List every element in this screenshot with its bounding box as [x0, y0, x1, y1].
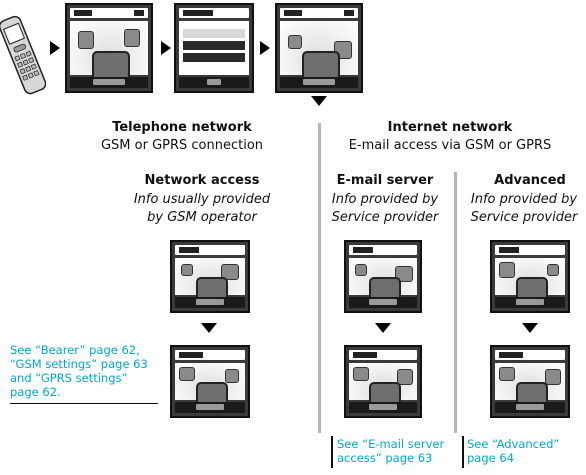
arrow-down-icon	[375, 323, 391, 333]
arrow-down-icon	[201, 323, 217, 333]
arrow-right-icon	[260, 41, 270, 55]
phone-screen-email-server	[344, 240, 422, 313]
mobile-phone-icon	[0, 15, 46, 95]
internet-network-title: Internet network	[387, 120, 513, 135]
divider-line	[318, 123, 321, 433]
advanced-reference: See “Advanced” page 64	[467, 437, 560, 465]
divider-line	[454, 172, 457, 433]
arrow-down-icon	[522, 323, 538, 333]
phone-screen-main-menu	[65, 3, 153, 93]
note-bar	[331, 436, 333, 468]
telephone-network-title: Telephone network	[112, 120, 252, 135]
advanced-title: Advanced	[494, 173, 566, 188]
phone-screen-network-bearer	[170, 345, 250, 418]
phone-screen-email-access	[344, 345, 422, 418]
email-server-reference: See “E-mail server access” page 63	[337, 437, 445, 465]
email-server-title: E-mail server	[336, 173, 434, 188]
telephone-network-subtitle: GSM or GPRS connection	[100, 138, 264, 153]
internet-network-subtitle: E-mail access via GSM or GPRS	[348, 138, 552, 153]
note-bar	[462, 436, 464, 468]
note-underline	[10, 403, 158, 404]
phone-screen-advanced	[490, 240, 570, 313]
network-access-title: Network access	[144, 173, 260, 188]
arrow-down-icon	[311, 96, 327, 106]
phone-screen-network-access	[170, 240, 250, 313]
phone-screen-email-settings	[275, 3, 363, 93]
bearer-gsm-gprs-reference: See “Bearer” page 62, “GSM settings” pag…	[10, 343, 148, 399]
phone-screen-settings-list	[174, 3, 254, 93]
arrow-right-icon	[161, 41, 171, 55]
arrow-right-icon	[50, 41, 60, 55]
phone-screen-advanced-settings	[490, 345, 570, 418]
